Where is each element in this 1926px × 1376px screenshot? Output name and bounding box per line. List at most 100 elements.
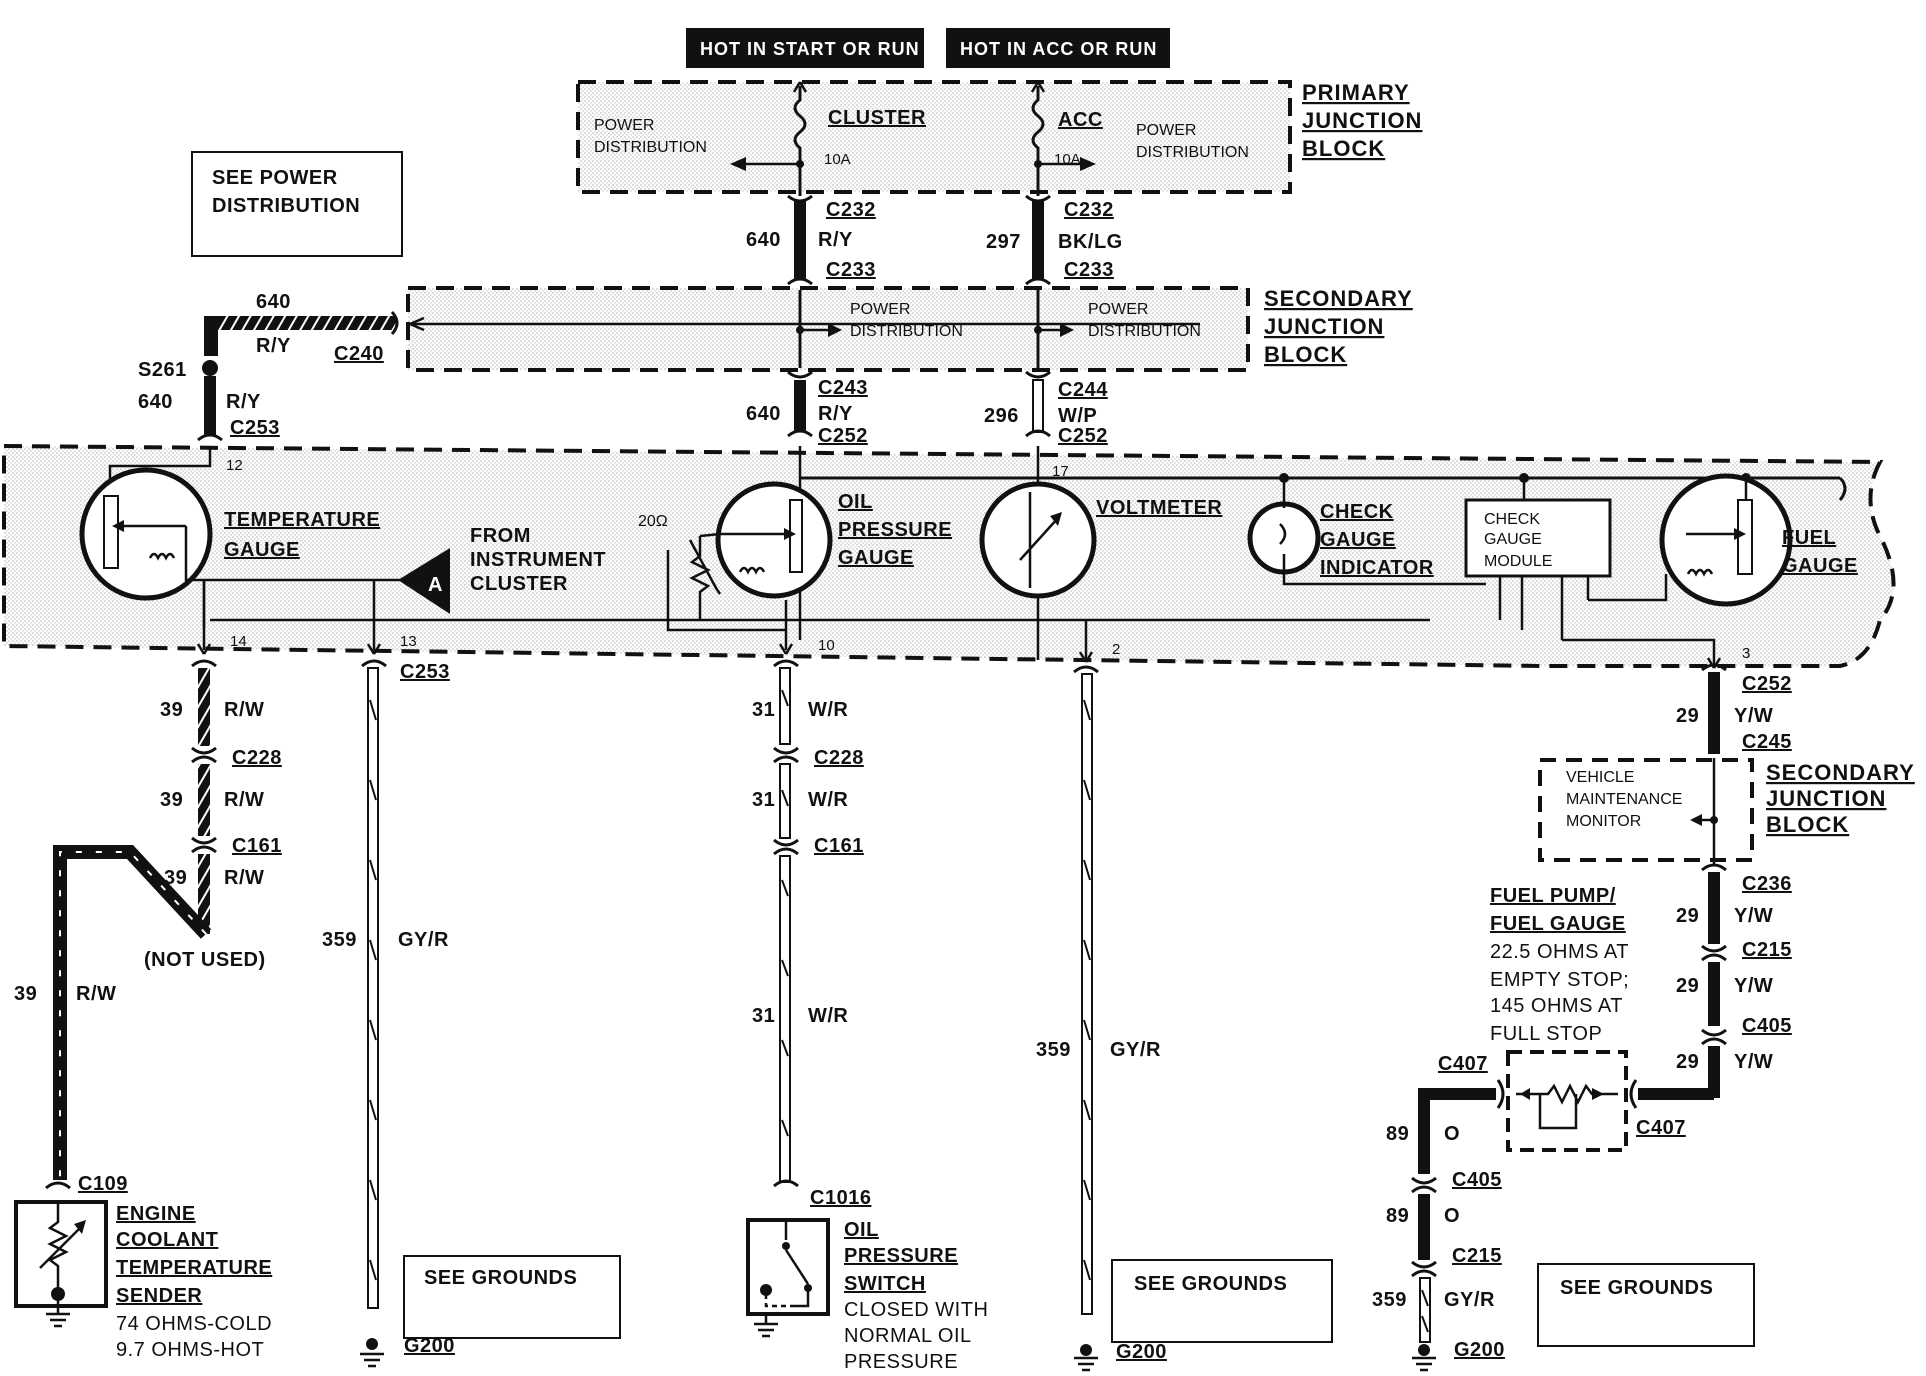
diagram-label: MAINTENANCE bbox=[1566, 791, 1682, 808]
diagram-label: C232 bbox=[826, 199, 876, 221]
vehicle-maintenance-monitor: VEHICLE MAINTENANCE MONITOR bbox=[1538, 758, 1754, 866]
diagram-label: CHECK bbox=[1320, 501, 1394, 523]
diagram-label: 12 bbox=[226, 457, 243, 474]
diagram-label: 10A bbox=[1054, 151, 1081, 168]
diagram-label: A bbox=[428, 574, 442, 596]
diagram-label: R/Y bbox=[226, 391, 261, 413]
diagram-label: 13 bbox=[400, 633, 417, 650]
diagram-label: DISTRIBUTION bbox=[1136, 144, 1249, 161]
diagram-label: C407 bbox=[1438, 1053, 1488, 1075]
diagram-label: GY/R bbox=[1444, 1289, 1495, 1311]
diagram-label: C240 bbox=[334, 343, 384, 365]
diagram-label: 29 bbox=[1676, 905, 1699, 927]
diagram-label: JUNCTION bbox=[1766, 786, 1886, 811]
diagram-label: OIL bbox=[838, 491, 873, 513]
diagram-label: SEE GROUNDS bbox=[424, 1267, 577, 1289]
diagram-label: C253 bbox=[400, 661, 450, 683]
diagram-label: BLOCK bbox=[1302, 136, 1385, 161]
diagram-label: GAUGE bbox=[224, 539, 300, 561]
primary-junction-block: POWER DISTRIBUTION POWER DISTRIBUTION CL… bbox=[576, 80, 1421, 196]
diagram-label: 74 OHMS-COLD bbox=[116, 1313, 272, 1335]
diagram-label: POWER bbox=[1136, 122, 1196, 139]
diagram-label: 640 bbox=[746, 229, 781, 251]
wire-640-left-branch: 640 R/Y C240 S261 640 R/Y C253 bbox=[138, 291, 399, 442]
diagram-label: 89 bbox=[1386, 1123, 1409, 1145]
diagram-label: C252 bbox=[1742, 673, 1792, 695]
diagram-label: Y/W bbox=[1734, 1051, 1773, 1073]
diagram-label: Y/W bbox=[1734, 975, 1773, 997]
diagram-label: 39 bbox=[160, 789, 183, 811]
diagram-label: 359 bbox=[322, 929, 357, 951]
diagram-label: PRIMARY bbox=[1302, 80, 1410, 105]
fuel-sender-icon bbox=[1506, 1050, 1628, 1152]
diagram-label: C407 bbox=[1636, 1117, 1686, 1139]
diagram-label: GAUGE bbox=[1782, 555, 1858, 577]
diagram-label: POWER bbox=[850, 301, 910, 318]
diagram-label: C405 bbox=[1742, 1015, 1792, 1037]
diagram-label: R/W bbox=[224, 867, 264, 889]
diagram-label: C233 bbox=[826, 259, 876, 281]
wires-into-cluster: 640 C243 R/Y C252 296 C244 W/P C252 bbox=[746, 370, 1108, 447]
diagram-label: VEHICLE bbox=[1566, 769, 1634, 786]
oil-pressure-circuit: 31 W/R C228 31 W/R C161 31 W/R C1016 OIL… bbox=[746, 659, 988, 1373]
diagram-label: 145 OHMS AT bbox=[1490, 995, 1623, 1017]
check-gauge-module: CHECK GAUGE MODULE bbox=[1464, 478, 1612, 640]
diagram-label: SENDER bbox=[116, 1285, 202, 1307]
diagram-label: 359 bbox=[1372, 1289, 1407, 1311]
diagram-label: 31 bbox=[752, 699, 775, 721]
diagram-label: CLUSTER bbox=[828, 107, 926, 129]
oil-pressure-gauge: OIL PRESSURE GAUGE bbox=[715, 481, 952, 599]
diagram-label: R/W bbox=[224, 699, 264, 721]
fuel-gauge: FUEL GAUGE bbox=[1588, 473, 1858, 607]
voltmeter: VOLTMETER bbox=[979, 481, 1222, 599]
diagram-label: W/R bbox=[808, 699, 848, 721]
instrument-cluster: 12 17 TEMPERATURE GAUGE A FROM INSTRUMEN… bbox=[2, 443, 1896, 669]
diagram-label: 31 bbox=[752, 789, 775, 811]
diagram-label: 640 bbox=[256, 291, 291, 313]
diagram-label: C161 bbox=[814, 835, 864, 857]
diagram-label: INSTRUMENT bbox=[470, 549, 606, 571]
diagram-label: 2 bbox=[1112, 641, 1120, 658]
diagram-label: 9.7 OHMS-HOT bbox=[116, 1339, 264, 1361]
diagram-label: 29 bbox=[1676, 705, 1699, 727]
diagram-label: C161 bbox=[232, 835, 282, 857]
diagram-label: W/R bbox=[808, 1005, 848, 1027]
diagram-label: 297 bbox=[986, 231, 1021, 253]
diagram-label: PRESSURE bbox=[844, 1351, 958, 1373]
diagram-label: C233 bbox=[1064, 259, 1114, 281]
diagram-label: 640 bbox=[746, 403, 781, 425]
diagram-label: FUEL bbox=[1782, 527, 1836, 549]
diagram-label: ENGINE bbox=[116, 1203, 196, 1225]
diagram-label: TEMPERATURE bbox=[224, 509, 380, 531]
diagram-label: C252 bbox=[1058, 425, 1108, 447]
fuel-gauge-circuit: C252 29 Y/W C245 VEHICLE MAINTENANCE MON… bbox=[1372, 663, 1915, 1372]
diagram-label: R/Y bbox=[818, 229, 853, 251]
diagram-label: W/R bbox=[808, 789, 848, 811]
diagram-label: 3 bbox=[1742, 645, 1750, 662]
diagram-label: BLOCK bbox=[1766, 812, 1849, 837]
diagram-label: MONITOR bbox=[1566, 813, 1641, 830]
diagram-label: DISTRIBUTION bbox=[212, 195, 360, 217]
diagram-label: C232 bbox=[1064, 199, 1114, 221]
diagram-label: DISTRIBUTION bbox=[1088, 323, 1201, 340]
diagram-label: C244 bbox=[1058, 379, 1108, 401]
diagram-label: Y/W bbox=[1734, 705, 1773, 727]
diagram-label: TEMPERATURE bbox=[116, 1257, 272, 1279]
diagram-label: O bbox=[1444, 1123, 1460, 1145]
ground-circuit-mid: 359 GY/R G200 SEE GROUNDS bbox=[1036, 665, 1333, 1372]
diagram-label: SEE GROUNDS bbox=[1134, 1273, 1287, 1295]
diagram-label: 10 bbox=[818, 637, 835, 654]
diagram-label: 20Ω bbox=[638, 513, 668, 530]
diagram-label: SEE POWER bbox=[212, 167, 338, 189]
coolant-sender-icon bbox=[14, 1200, 108, 1328]
temperature-gauge: TEMPERATURE GAUGE bbox=[79, 467, 380, 601]
diagram-label: HOT IN START OR RUN bbox=[700, 39, 920, 59]
diagram-label: GAUGE bbox=[1484, 531, 1542, 548]
diagram-label: 22.5 OHMS AT bbox=[1490, 941, 1629, 963]
diagram-label: G200 bbox=[1454, 1339, 1505, 1361]
diagram-label: MODULE bbox=[1484, 553, 1552, 570]
diagram-label: C253 bbox=[230, 417, 280, 439]
temperature-sender-circuit: C253 39 R/W C228 39 R/W C161 39 R/W (NOT… bbox=[14, 659, 450, 1361]
diagram-label: CLUSTER bbox=[470, 573, 568, 595]
diagram-label: SECONDARY bbox=[1766, 760, 1915, 785]
